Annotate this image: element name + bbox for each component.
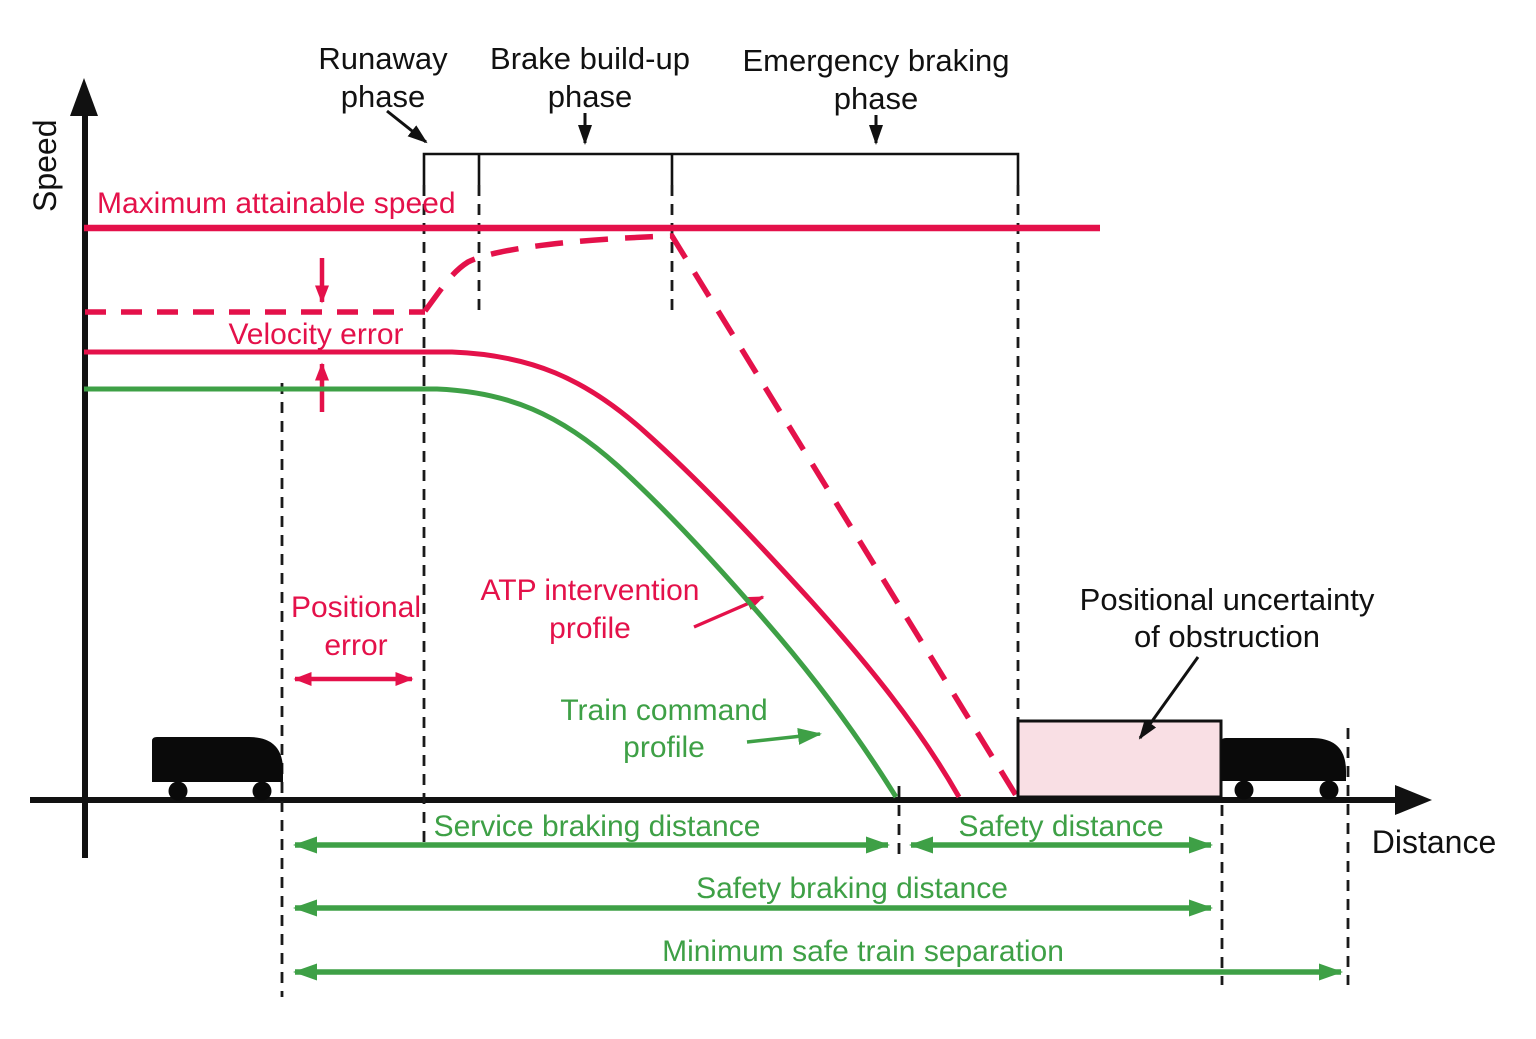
x-axis-arrow-icon — [1395, 785, 1432, 815]
train-command-label-line2: profile — [623, 731, 705, 764]
atp-profile-label-line2: profile — [549, 612, 631, 645]
approaching-train — [152, 737, 283, 801]
approaching-train-body — [152, 737, 283, 782]
runaway-phase-label-line2: phase — [341, 79, 425, 114]
positional-error-label-line1: Positional — [291, 591, 421, 624]
y-axis-label: Speed — [27, 119, 63, 212]
approaching-train-wheel-icon — [168, 781, 188, 801]
emergency-profile-dashed-curve — [422, 233, 1020, 799]
reference-dashed-lines — [280, 185, 1350, 997]
min-safe-separation-label: Minimum safe train separation — [662, 935, 1064, 968]
service-braking-distance-label: Service braking distance — [434, 810, 761, 843]
brake-buildup-phase-label-line2: phase — [548, 79, 632, 114]
max-attainable-speed-label: Maximum attainable speed — [97, 187, 456, 220]
runaway-phase-label-line1: Runaway — [318, 41, 448, 76]
emergency-phase-label-line1: Emergency braking — [742, 43, 1009, 78]
atp-profile-label-line1: ATP intervention — [480, 574, 699, 607]
obstruction-label-line1: Positional uncertainty — [1080, 582, 1375, 617]
obstructing-train-wheel-icon — [1234, 780, 1254, 800]
x-axis-label: Distance — [1372, 824, 1497, 860]
positional-error-label-line2: error — [324, 629, 387, 662]
safety-braking-distance-label: Safety braking distance — [696, 872, 1008, 905]
obstruction-pointer-arrow-icon — [1138, 656, 1200, 740]
atp-profile-pointer-arrow-icon — [693, 595, 765, 629]
obstructing-train-wheel-icon — [1319, 780, 1339, 800]
brake-buildup-phase-label-line1: Brake build-up — [490, 41, 690, 76]
obstructing-train — [1221, 738, 1346, 800]
approaching-train-wheel-icon — [252, 781, 272, 801]
y-axis-arrow-icon — [70, 78, 98, 116]
atp-intervention-profile-curve — [84, 349, 962, 799]
obstructing-train-body — [1221, 738, 1346, 781]
obstruction-uncertainty-box — [1016, 719, 1223, 799]
velocity-error-label: Velocity error — [228, 318, 403, 351]
train-command-label-line1: Train command — [560, 694, 767, 727]
emergency-phase-label-line2: phase — [834, 81, 918, 116]
safety-distance-label: Safety distance — [958, 810, 1163, 843]
train-command-profile-curve — [84, 386, 899, 799]
obstruction-label-line2: of obstruction — [1134, 619, 1320, 654]
train-command-pointer-arrow-icon — [746, 727, 822, 745]
phase-bracket — [422, 152, 1020, 185]
runaway-pointer-arrow-icon — [386, 109, 428, 144]
